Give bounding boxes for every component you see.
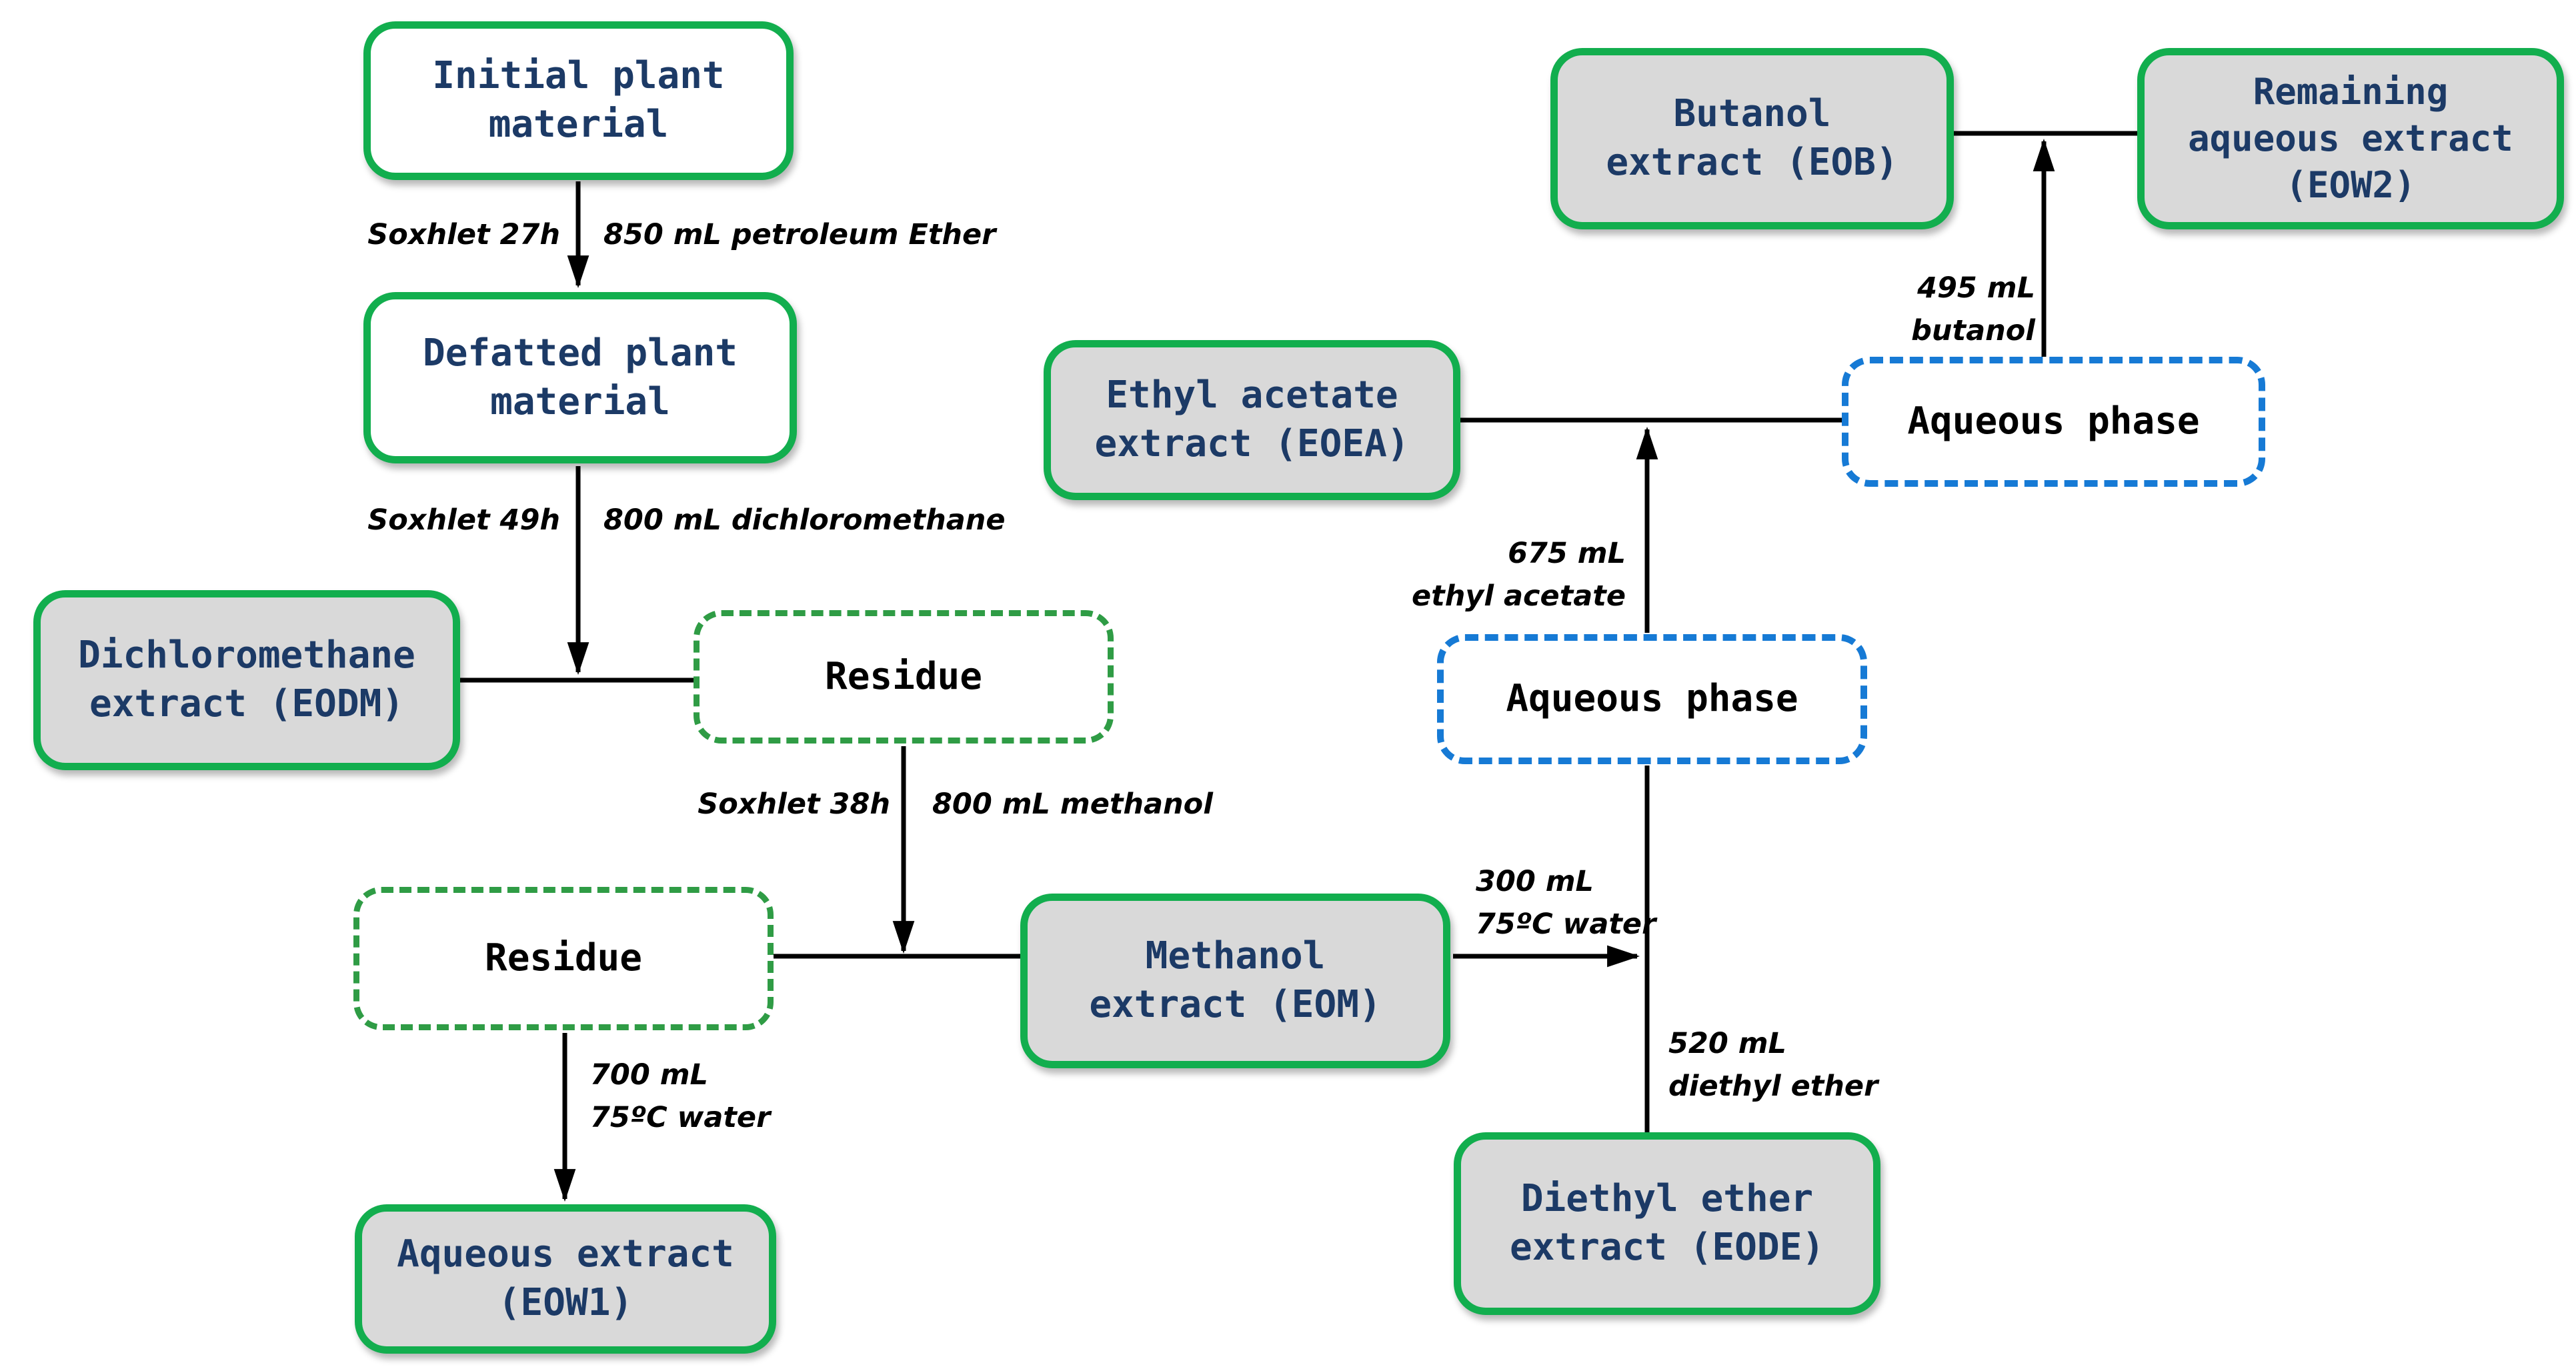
node-residue-1: Residue	[694, 610, 1114, 744]
node-defatted-plant-material: Defatted plant material	[363, 292, 797, 463]
edge-label-soxhlet-49h: Soxhlet 49h	[367, 503, 560, 537]
edge-label-water-300: 300 mL 75ºC water	[1476, 865, 1656, 941]
node-diethyl-ether-extract: Diethyl ether extract (EODE)	[1454, 1132, 1880, 1315]
node-diethyl-ether-extract-label: Diethyl ether extract (EODE)	[1509, 1177, 1824, 1269]
edge-label-petroleum-ether-850: 850 mL petroleum Ether	[603, 218, 996, 251]
edge-label-water-700: 700 mL 75ºC water	[590, 1058, 771, 1134]
node-remaining-aqueous-extract-label: Remaining aqueous extract (EOW2)	[2188, 70, 2513, 207]
node-aqueous-phase-middle-label: Aqueous phase	[1506, 677, 1798, 721]
node-residue-2: Residue	[353, 887, 774, 1030]
edge-label-ethyl-acetate-675: 675 mL ethyl acetate	[1411, 537, 1626, 613]
edge-label-butanol-495: 495 mL butanol	[1911, 271, 2035, 347]
node-aqueous-extract-eow1-label: Aqueous extract (EOW1)	[397, 1232, 734, 1324]
node-dichloromethane-extract-label: Dichloromethane extract (EODM)	[78, 633, 415, 726]
node-dichloromethane-extract: Dichloromethane extract (EODM)	[33, 590, 460, 770]
node-aqueous-phase-top: Aqueous phase	[1842, 357, 2265, 487]
node-methanol-extract: Methanol extract (EOM)	[1020, 894, 1450, 1068]
node-defatted-plant-material-label: Defatted plant material	[422, 331, 738, 423]
node-methanol-extract-label: Methanol extract (EOM)	[1089, 934, 1382, 1026]
edge-label-soxhlet-38h: Soxhlet 38h	[698, 788, 890, 821]
edge-label-diethyl-ether-520: 520 mL diethyl ether	[1668, 1027, 1878, 1103]
node-residue-1-label: Residue	[824, 654, 982, 698]
node-aqueous-phase-middle: Aqueous phase	[1437, 634, 1867, 764]
edge-label-dichloromethane-800: 800 mL dichloromethane	[603, 503, 1006, 537]
node-initial-plant-material: Initial plant material	[363, 21, 794, 180]
node-remaining-aqueous-extract: Remaining aqueous extract (EOW2)	[2137, 48, 2564, 229]
node-residue-2-label: Residue	[484, 936, 642, 980]
node-aqueous-extract-eow1: Aqueous extract (EOW1)	[355, 1204, 776, 1354]
node-ethyl-acetate-extract: Ethyl acetate extract (EOEA)	[1044, 340, 1460, 500]
node-aqueous-phase-top-label: Aqueous phase	[1907, 399, 2200, 443]
node-ethyl-acetate-extract-label: Ethyl acetate extract (EOEA)	[1094, 373, 1410, 465]
node-butanol-extract: Butanol extract (EOB)	[1550, 48, 1954, 229]
edge-label-methanol-800: 800 mL methanol	[932, 788, 1213, 821]
node-initial-plant-material-label: Initial plant material	[432, 54, 725, 146]
node-butanol-extract-label: Butanol extract (EOB)	[1606, 92, 1898, 184]
edge-label-soxhlet-27h: Soxhlet 27h	[367, 218, 560, 251]
